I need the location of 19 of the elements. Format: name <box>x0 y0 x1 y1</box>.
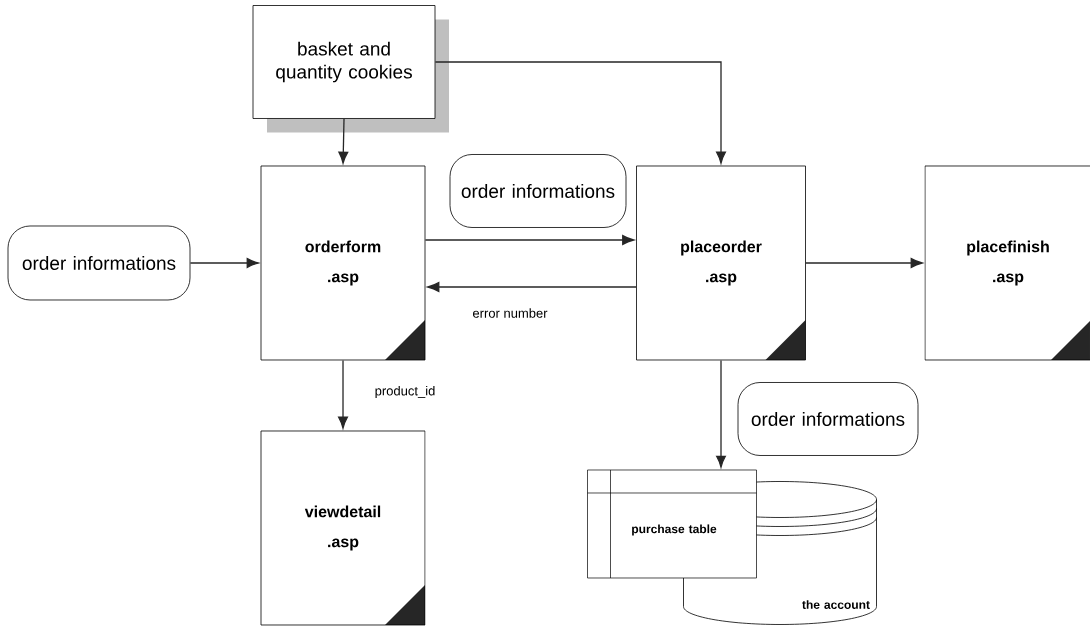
data-label-box: order informations <box>449 154 627 228</box>
arrow <box>716 359 726 468</box>
page-box: placeorder .asp <box>636 165 806 361</box>
table-box: purchase table <box>587 469 757 579</box>
arrow <box>805 258 923 268</box>
page-box: placefinish .asp <box>924 165 1090 361</box>
arrow <box>338 118 349 164</box>
arrow <box>434 61 726 164</box>
page-box: viewdetail .asp <box>260 430 426 626</box>
arrow <box>424 235 635 245</box>
data-label-box: order informations <box>737 382 919 456</box>
arrow <box>427 282 637 292</box>
page-box: orderform .asp <box>260 165 426 361</box>
data-label-box: order informations <box>7 225 191 301</box>
edge-label: product_id <box>373 384 437 400</box>
arrow <box>338 359 348 429</box>
arrow <box>189 258 259 268</box>
edge-label: error number <box>471 307 549 319</box>
cookie-box: basket and quantity cookies <box>252 5 449 133</box>
